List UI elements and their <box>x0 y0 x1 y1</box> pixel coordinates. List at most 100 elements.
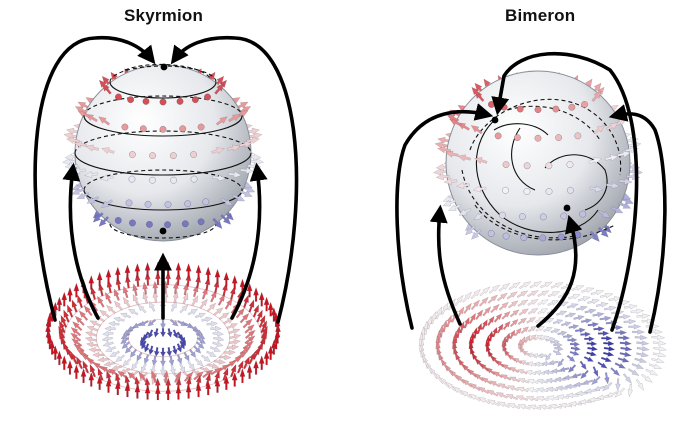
sphere-spin-dot <box>567 186 574 194</box>
disk-spin-arrow <box>608 296 623 302</box>
disk-spin-arrow <box>634 357 648 363</box>
disk-spin-arrow <box>570 345 581 352</box>
disk-spin-arrow <box>547 300 560 306</box>
sphere-spin-dot <box>184 200 192 208</box>
disk-spin-arrow <box>485 335 492 346</box>
disk-spin-arrow <box>144 261 151 277</box>
disk-spin-arrow <box>70 326 82 337</box>
sphere-spin-arrow <box>617 150 632 158</box>
sphere-spin-dot <box>159 125 167 133</box>
disk-spin-arrow <box>586 340 598 347</box>
disk-spin-arrow <box>527 299 539 306</box>
skyrmion-title: Skyrmion <box>124 6 204 25</box>
disk-spin-arrow <box>239 312 250 324</box>
disk-spin-arrow <box>97 367 104 381</box>
disk-spin-arrow <box>601 335 613 342</box>
disk-spin-arrow <box>520 336 527 346</box>
sphere-spin-dot <box>520 234 528 242</box>
disk-spin-arrow <box>142 281 149 295</box>
sphere-spin-dot <box>181 220 189 228</box>
disk-spin-arrow <box>169 318 179 327</box>
disk-spin-arrow <box>99 309 110 318</box>
sphere-spin-dot <box>513 134 521 142</box>
sphere-spin-arrow <box>85 144 99 152</box>
center-flow-arrow <box>536 214 583 328</box>
disk-spin-arrow <box>482 306 492 317</box>
disk-spin-arrow <box>213 307 224 316</box>
disk-spin-arrow <box>487 399 500 407</box>
sphere-spin-arrow <box>444 150 459 158</box>
sphere-spin-arrow <box>98 79 110 91</box>
disk-spin-arrow <box>114 266 121 282</box>
disk-spin-arrow <box>526 387 539 393</box>
sphere-spin-arrow <box>99 174 114 182</box>
disk-spin-arrow <box>557 358 565 368</box>
disk-spin-arrow <box>231 371 238 387</box>
disk-spin-arrow <box>76 348 89 358</box>
disk-spin-arrow <box>537 290 550 297</box>
disk-spin-arrow <box>628 324 642 330</box>
disk-spin-arrow <box>252 304 259 318</box>
disk-spin-arrow <box>620 346 633 352</box>
sphere-spin-dot <box>545 162 553 170</box>
disk-spin-arrow <box>176 354 183 365</box>
bimeron-spin-disk <box>418 281 668 410</box>
disk-spin-arrow <box>545 386 559 393</box>
disk-spin-arrow <box>597 361 608 369</box>
sphere-spin-arrow <box>211 147 225 155</box>
disk-spin-arrow <box>534 334 544 341</box>
disk-spin-arrow <box>623 304 638 310</box>
sphere-spin-dot <box>523 188 531 195</box>
bimeron-panel <box>395 51 668 410</box>
disk-spin-arrow <box>179 304 189 314</box>
disk-spin-arrow <box>185 272 192 287</box>
sphere-spin-dot <box>534 106 542 114</box>
sphere-spin-dot <box>127 96 135 104</box>
disk-spin-arrow <box>212 330 224 337</box>
disk-spin-arrow <box>540 335 550 341</box>
disk-spin-arrow <box>587 299 600 305</box>
disk-spin-arrow <box>263 296 270 312</box>
disk-spin-arrow <box>472 327 479 339</box>
disk-spin-arrow <box>96 375 103 390</box>
disk-spin-arrow <box>580 369 589 380</box>
disk-spin-arrow <box>502 320 511 330</box>
disk-spin-arrow <box>242 318 253 329</box>
disk-spin-arrow <box>89 320 101 327</box>
disk-spin-arrow <box>142 291 149 304</box>
disk-spin-arrow <box>550 282 564 289</box>
disk-spin-arrow <box>454 294 464 307</box>
disk-spin-arrow <box>619 351 632 357</box>
disk-spin-arrow <box>195 264 202 280</box>
disk-spin-arrow <box>463 302 472 314</box>
disk-spin-arrow <box>488 330 494 342</box>
top-loop-flow-arrow <box>491 51 639 332</box>
disk-spin-arrow <box>526 317 537 324</box>
disk-spin-arrow <box>172 329 179 339</box>
disk-spin-arrow <box>114 380 121 396</box>
bimeron-mapping-arrows <box>395 51 667 334</box>
disk-spin-arrow <box>592 312 605 318</box>
disk-spin-arrow <box>105 346 117 352</box>
disk-spin-arrow <box>518 308 529 316</box>
disk-spin-arrow <box>160 327 166 338</box>
disk-spin-arrow <box>636 346 650 352</box>
disk-spin-arrow <box>528 334 537 342</box>
sphere-spin-arrow <box>470 125 483 135</box>
disk-spin-arrow <box>102 330 114 337</box>
disk-spin-arrow <box>636 351 650 358</box>
disk-spin-arrow <box>505 332 511 343</box>
disk-spin-arrow <box>124 264 131 280</box>
disk-spin-arrow <box>205 380 212 396</box>
disk-spin-arrow <box>486 389 499 397</box>
disk-spin-arrow <box>568 324 580 330</box>
disk-spin-arrow <box>651 334 666 341</box>
disk-spin-arrow <box>182 292 189 305</box>
sphere-spin-dot <box>128 175 136 183</box>
disk-spin-arrow <box>526 361 537 367</box>
disk-spin-arrow <box>179 362 186 374</box>
outer-left-flow-arrow <box>395 103 494 330</box>
disk-spin-arrow <box>97 295 105 308</box>
disk-spin-arrow <box>170 301 177 312</box>
disk-spin-arrow <box>235 307 245 319</box>
